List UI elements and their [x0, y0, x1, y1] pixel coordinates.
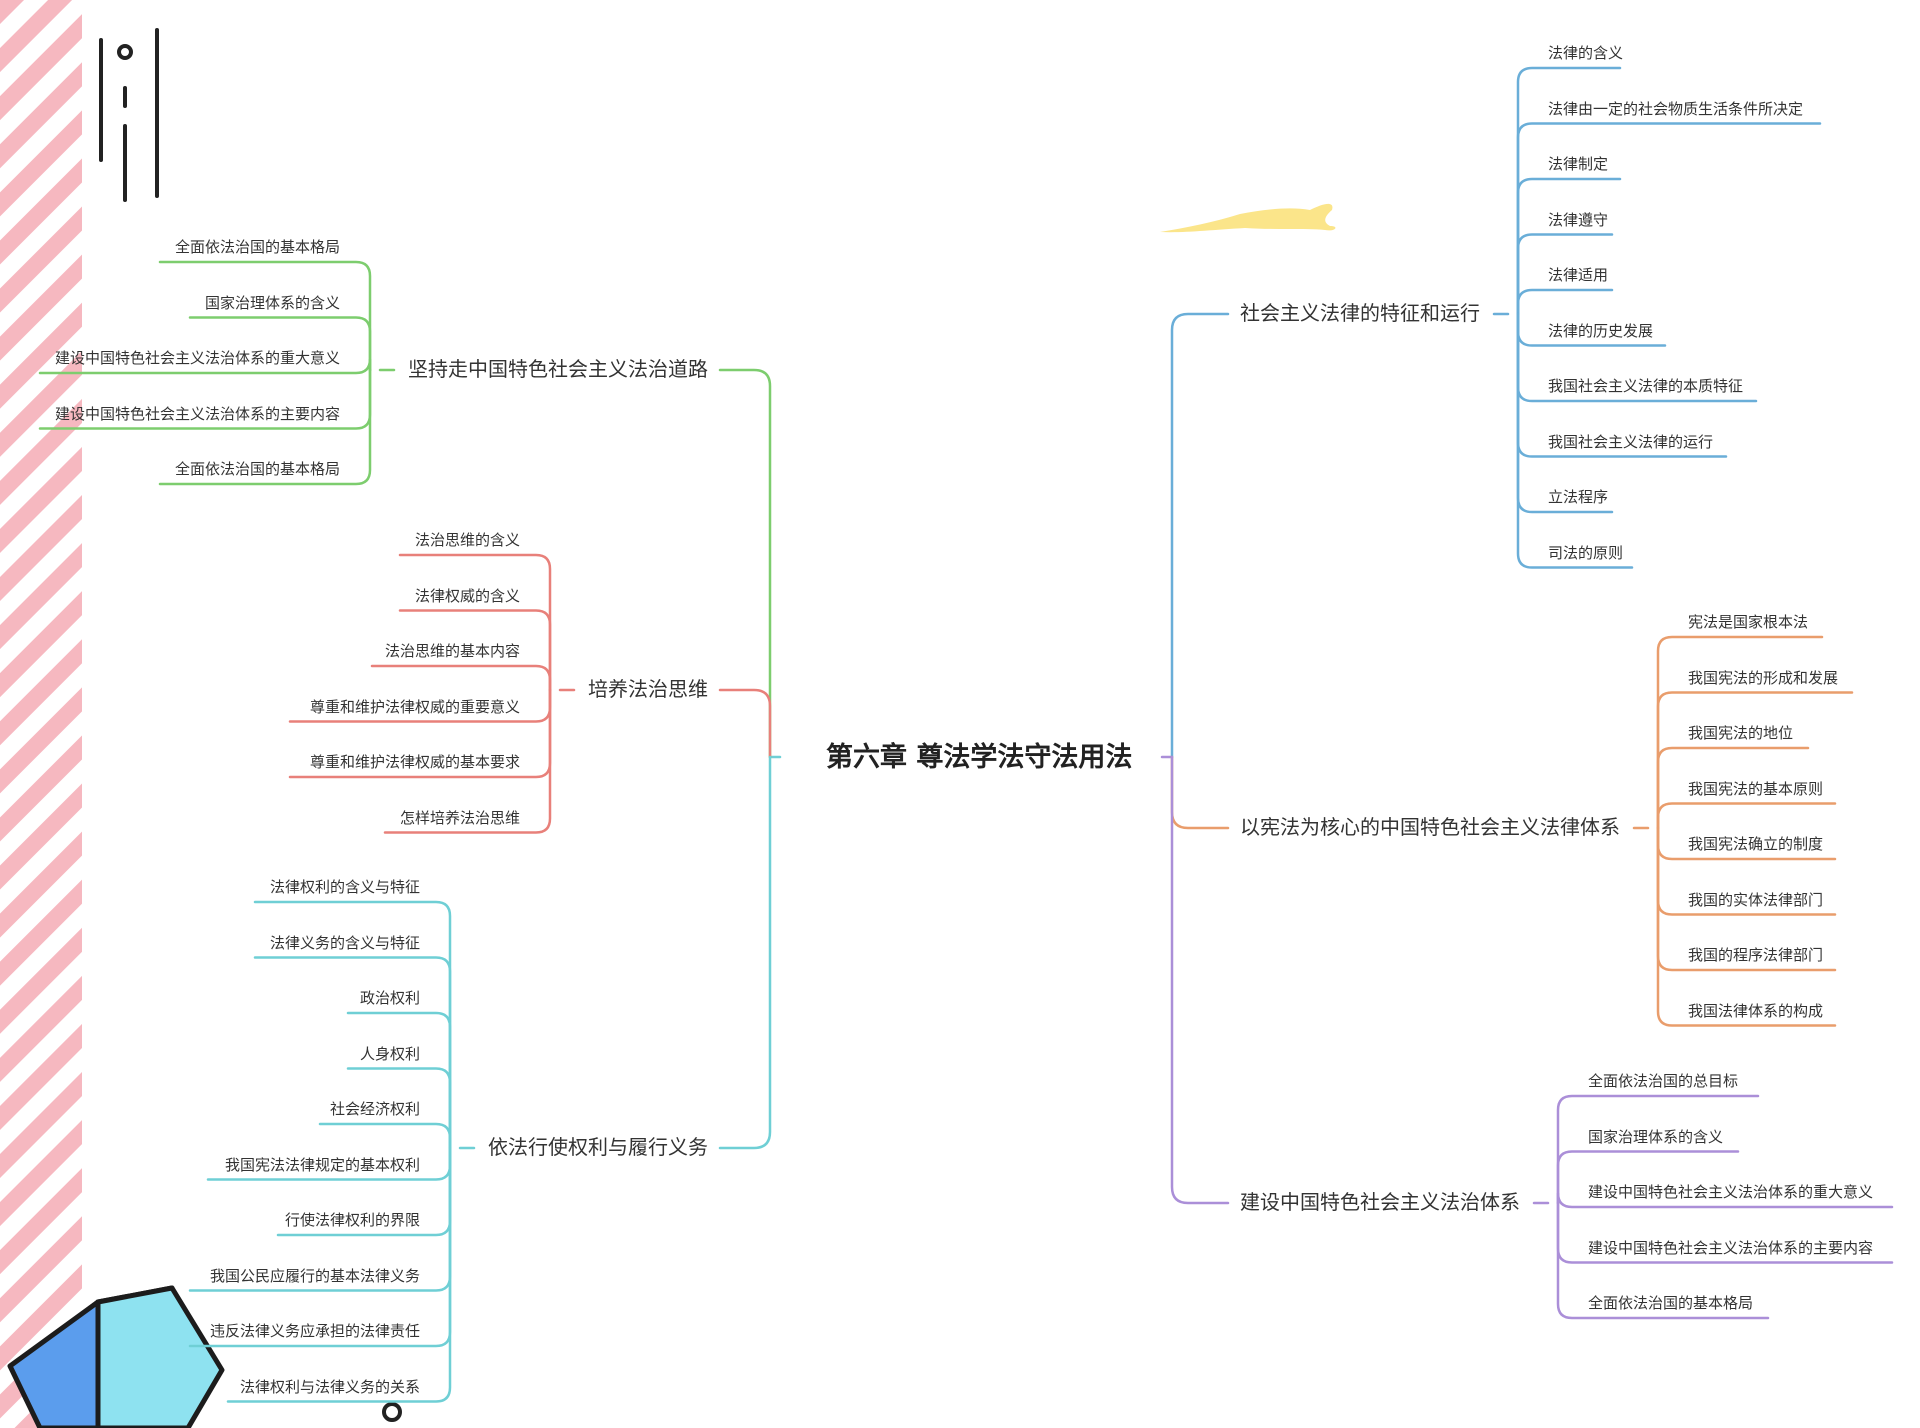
- leaf-connector: [276, 1146, 452, 1237]
- leaf-connector: [1516, 177, 1622, 316]
- leaf-connector: [158, 368, 372, 486]
- leaf-connector: [38, 368, 372, 430]
- branch-connector: [718, 755, 772, 1150]
- connectors: [38, 66, 1894, 1403]
- branch-connector: [718, 368, 772, 759]
- leaf-connector: [1516, 312, 1614, 514]
- leaf-connector: [370, 664, 552, 692]
- striped-border-decoration: [0, 0, 82, 1428]
- leaf-connector: [1556, 1094, 1760, 1205]
- leaf-connector: [1516, 312, 1667, 347]
- leaf-connector: [1516, 122, 1822, 316]
- leaf-connector: [1556, 1201, 1770, 1320]
- leaf-connector: [1516, 312, 1634, 569]
- leaf-connector: [318, 1122, 452, 1150]
- small-ring-decoration: [382, 1402, 402, 1422]
- leaf-connector: [158, 260, 372, 372]
- leaf-connector: [253, 900, 452, 1150]
- leaf-connector: [346, 1067, 452, 1150]
- leaf-connector: [1516, 312, 1728, 458]
- leaf-connector: [1656, 802, 1837, 830]
- leaf-connector: [1656, 746, 1810, 830]
- leaf-connector: [1516, 233, 1614, 316]
- leaf-connector: [1656, 826, 1837, 916]
- leaf-connector: [1656, 635, 1824, 830]
- leaf-connector: [1656, 826, 1837, 972]
- leaf-connector: [1656, 826, 1837, 1027]
- leaf-connector: [1556, 1192, 1894, 1209]
- leaf-connector: [398, 553, 552, 692]
- leaf-connector: [1516, 312, 1758, 403]
- leaf-connector: [1516, 288, 1614, 316]
- cloud-decoration: [1160, 203, 1336, 233]
- leaf-connector: [1656, 691, 1854, 830]
- leaf-connector: [38, 358, 372, 375]
- leaf-connector: [383, 688, 552, 834]
- leaf-connector: [288, 688, 552, 723]
- branch-connector: [1170, 755, 1230, 830]
- leaf-connector: [1556, 1201, 1894, 1264]
- leaf-connector: [188, 1146, 452, 1292]
- leaf-connector: [206, 1146, 452, 1181]
- leaf-connector: [398, 609, 552, 692]
- pause-lines-decoration: [99, 28, 159, 202]
- branch-connector: [1170, 312, 1230, 759]
- leaf-connector: [288, 688, 552, 779]
- leaf-connector: [253, 956, 452, 1150]
- leaf-connector: [188, 316, 372, 372]
- leaf-connector: [1516, 66, 1622, 316]
- leaf-connector: [346, 1011, 452, 1150]
- branch-connector: [718, 688, 772, 759]
- leaf-connector: [1556, 1150, 1740, 1205]
- cube-decoration: [7, 1285, 225, 1428]
- leaf-connector: [1656, 826, 1837, 861]
- leaf-connector: [188, 1146, 452, 1348]
- leaf-connector: [226, 1146, 452, 1403]
- branch-connector: [1170, 755, 1230, 1205]
